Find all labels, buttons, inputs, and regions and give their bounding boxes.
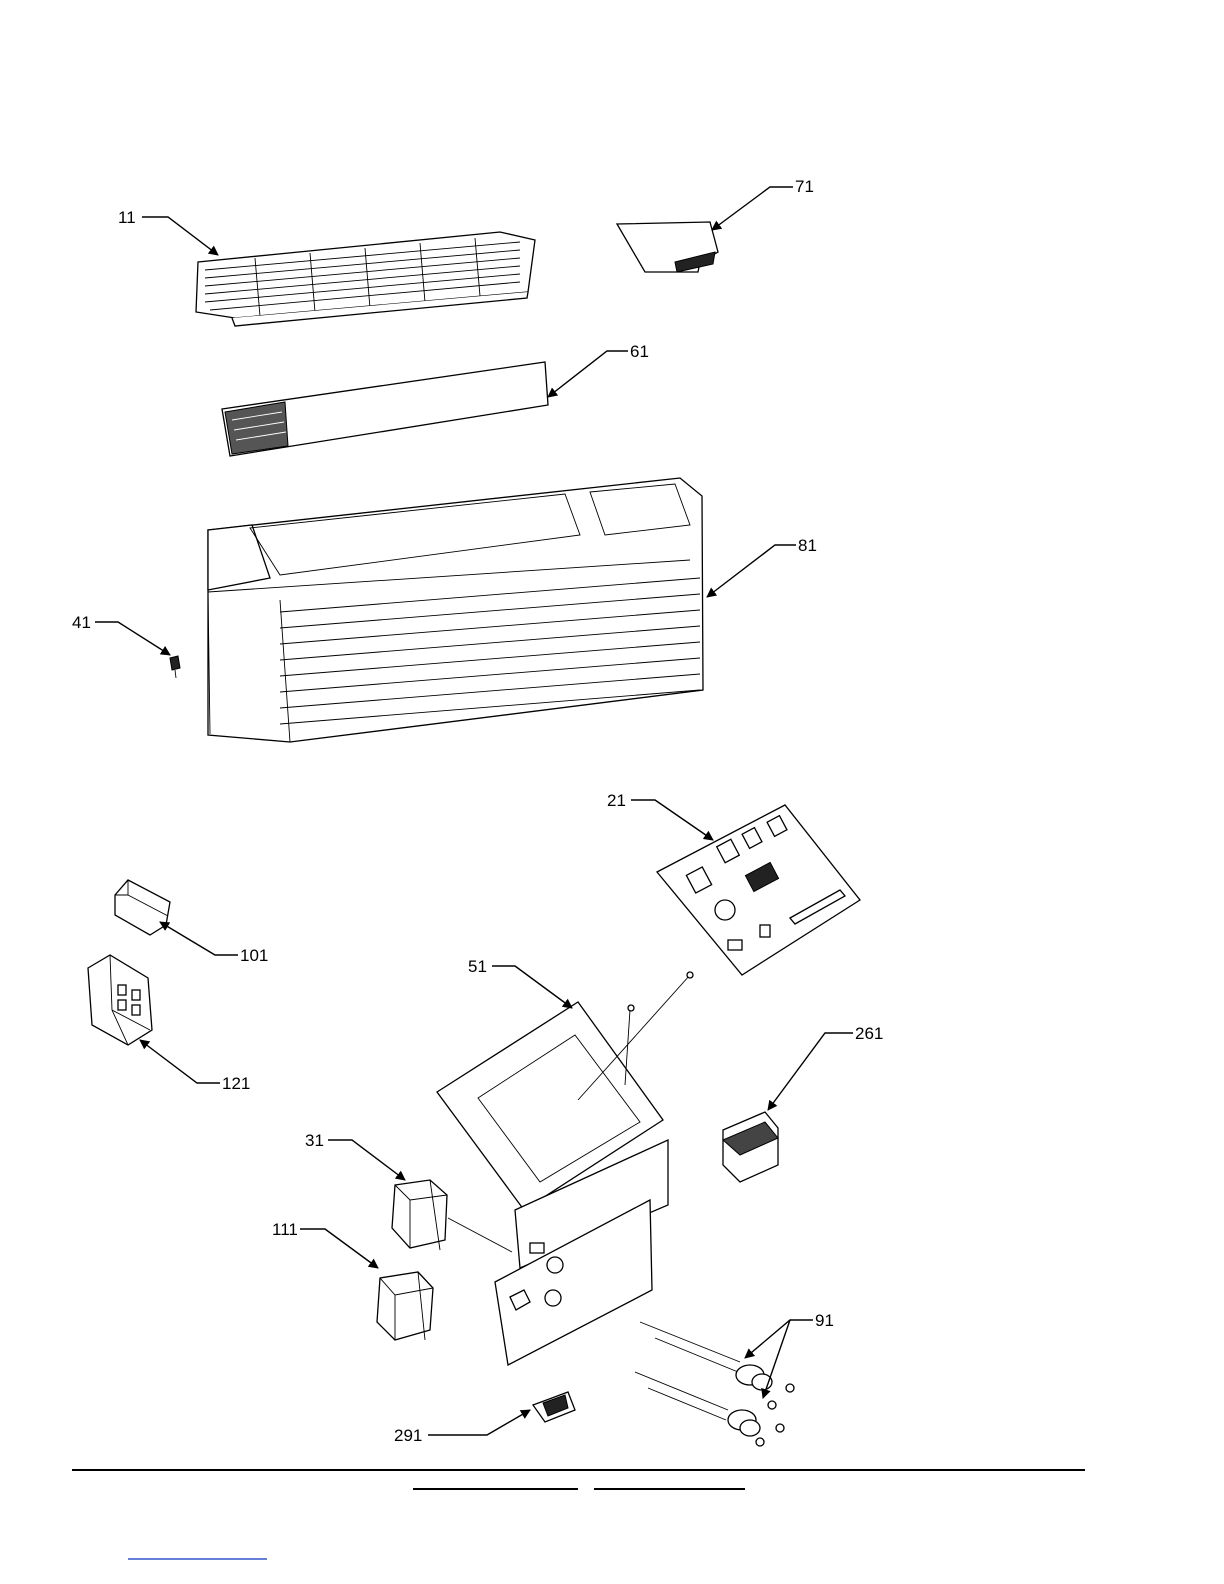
- callout-71: 71: [712, 177, 814, 230]
- grille-part: [196, 232, 535, 326]
- callout-261: 261: [768, 1024, 883, 1110]
- callout-label-31: 31: [305, 1131, 324, 1150]
- relay-part: [115, 880, 170, 935]
- transformer-upper-part: [392, 1180, 447, 1250]
- callout-31: 31: [305, 1131, 405, 1180]
- rocker-switch-part: [533, 1392, 575, 1422]
- callout-label-261: 261: [855, 1024, 883, 1043]
- capacitor-part: [723, 1112, 778, 1182]
- callout-label-41: 41: [72, 613, 91, 632]
- callout-label-111: 111: [272, 1220, 298, 1239]
- filter-part: [222, 362, 548, 456]
- callout-291: 291: [394, 1410, 530, 1445]
- callout-label-291: 291: [394, 1426, 422, 1445]
- callout-label-21: 21: [607, 791, 626, 810]
- callout-label-61: 61: [630, 342, 649, 361]
- callout-label-81: 81: [798, 536, 817, 555]
- front-cabinet-part: [208, 478, 703, 742]
- callout-41: 41: [72, 613, 170, 655]
- callout-61: 61: [548, 342, 649, 397]
- door-part: [617, 222, 718, 272]
- callout-11: 11: [118, 208, 218, 255]
- contactor-part: [88, 955, 152, 1045]
- callout-51: 51: [468, 957, 572, 1008]
- clip-part: [170, 656, 180, 678]
- callout-label-91: 91: [815, 1311, 834, 1330]
- callout-label-121: 121: [222, 1074, 250, 1093]
- control-board-part: [657, 805, 860, 975]
- transformer-lower-part: [377, 1272, 433, 1340]
- callout-121: 121: [140, 1040, 250, 1093]
- callout-21: 21: [607, 791, 713, 840]
- callout-label-51: 51: [468, 957, 487, 976]
- knobs-part: [635, 1322, 794, 1446]
- callout-label-101: 101: [240, 946, 268, 965]
- control-box-part: [437, 972, 693, 1365]
- callout-label-11: 11: [118, 208, 136, 227]
- callout-111: 111: [272, 1220, 378, 1268]
- callout-81: 81: [707, 536, 817, 597]
- callout-label-71: 71: [795, 177, 814, 196]
- callout-101: 101: [160, 922, 268, 965]
